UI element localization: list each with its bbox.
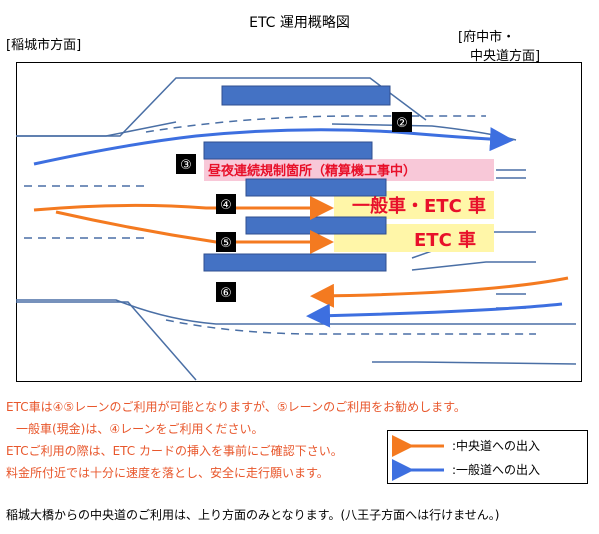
- legend: :中央道への出入 :一般道への出入: [387, 430, 588, 484]
- road-mid-right-2: [411, 261, 536, 271]
- legend-blue-label: :一般道への出入: [452, 463, 541, 477]
- orange-route-lane5: [55, 210, 334, 254]
- booth-4: [245, 216, 387, 235]
- lane5-label: ETC 車: [414, 229, 476, 251]
- legend-arrows: [392, 434, 444, 482]
- lane-marker-5: ⑤: [216, 232, 236, 252]
- lane-marker-5-text: ⑤: [220, 236, 232, 251]
- lane-marker-3-text: ③: [180, 158, 192, 173]
- footer-note: 稲城大橋からの中央道のご利用は、上り方面のみとなります。(八王子方面へは行けませ…: [6, 508, 500, 522]
- page-title: ETC 運用概略図: [249, 15, 350, 31]
- blue-route-lane2: [33, 127, 514, 166]
- booth-5: [203, 253, 387, 272]
- orange-routes: [33, 196, 569, 308]
- booth-2: [203, 141, 373, 160]
- restriction-highlight: [204, 159, 494, 181]
- booth-1: [221, 85, 391, 106]
- orange-route-lane4: [33, 196, 334, 220]
- toll-booths: [203, 85, 391, 272]
- blue-route-return: [306, 302, 563, 328]
- road-top-inner-left: [16, 121, 177, 137]
- dash-bottom: [165, 319, 536, 335]
- road-bottom-inner: [16, 299, 576, 325]
- orange-route-return: [310, 276, 569, 308]
- direction-label-fuchu: [府中市・: [458, 30, 516, 45]
- direction-label-inagi: [稲城市方面]: [6, 38, 82, 53]
- lane-marker-6-text: ⑥: [220, 286, 232, 301]
- road-bottom-edge: [16, 301, 197, 381]
- etc-lane-diagram: ② ③ ④ ⑤ ⑥ 昼夜連続規制箇所（精算機工事中） 一般車・ETC 車 ETC…: [16, 77, 577, 381]
- road-bottom-right: [372, 361, 577, 365]
- lane-marker-2-text: ②: [396, 116, 408, 131]
- restriction-label: 昼夜連続規制箇所（精算機工事中）: [208, 163, 416, 179]
- dash-top: [145, 115, 486, 133]
- diagram-frame: [16, 62, 582, 382]
- lane-marker-3: ③: [176, 154, 196, 174]
- note-etc-lanes: ETC車は④⑤レーンのご利用が可能となりますが、⑤レーンのご利用をお勧めします。: [6, 400, 466, 414]
- lane-dashes: [24, 115, 536, 335]
- lane-marker-4-text: ④: [220, 198, 232, 213]
- direction-label-chuo: 中央道方面]: [470, 49, 541, 64]
- lane4-label: 一般車・ETC 車: [352, 195, 486, 217]
- note-slow-down: 料金所付近では十分に速度を落とし、安全に走行願います。: [6, 466, 329, 480]
- booth-3: [245, 178, 387, 197]
- legend-orange-label: :中央道への出入: [452, 439, 541, 453]
- lane-marker-2: ②: [392, 112, 412, 132]
- road-right-stubs: [496, 169, 526, 309]
- note-cash-lane: 一般車(現金)は、④レーンをご利用ください。: [16, 422, 264, 436]
- note-etc-card: ETCご利用の際は、ETC カードの挿入を事前にご確認下さい。: [6, 444, 343, 458]
- blue-routes: [33, 127, 563, 328]
- lane-marker-6: ⑥: [216, 282, 236, 302]
- lane-marker-4: ④: [216, 194, 236, 214]
